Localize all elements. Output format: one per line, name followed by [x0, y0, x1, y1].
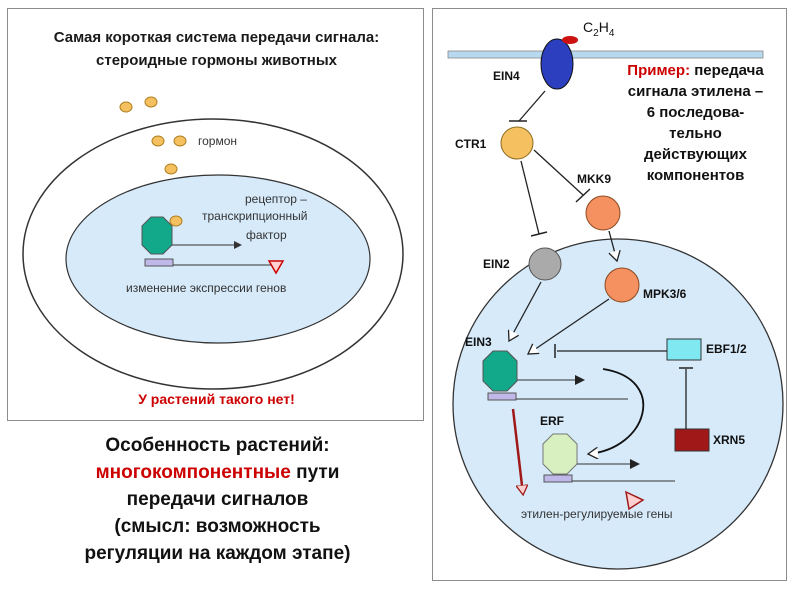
plants-note: У растений такого нет!: [138, 391, 295, 407]
ethylene-formula: C2H4: [583, 19, 614, 39]
mpk36-label: MPK3/6: [643, 287, 687, 301]
ethylene-panel: C2H4 EIN4 CTR1 MKK9 EIN2 MPK3/6 EIN3 EBF…: [432, 8, 787, 581]
genes-label: этилен-регулируемые гены: [521, 507, 673, 521]
ctr1-node: [500, 126, 534, 160]
ctr1-label: CTR1: [455, 137, 487, 151]
plant-feature-text: Особенность растений: многокомпонентные …: [20, 432, 415, 567]
feature-line5: регуляции на каждом этапе): [84, 543, 351, 564]
hormone-dot: [164, 163, 178, 175]
receptor-label-line2: транскрипционный: [202, 209, 308, 223]
ethylene-diagram: [447, 36, 784, 570]
ein4-label: EIN4: [493, 69, 520, 83]
example-line4: тельно: [669, 125, 722, 142]
ein4-receptor: [540, 38, 574, 90]
xrn5-box: [674, 428, 710, 452]
ein3-output-arrow: [511, 408, 523, 494]
feature-highlight: многокомпонентные: [95, 462, 291, 483]
hormone-label: гормон: [198, 134, 238, 148]
ein3-label: EIN3: [465, 335, 492, 349]
example-line6: компонентов: [646, 167, 745, 184]
ein3-octagon: [482, 350, 518, 392]
plant-nucleus: [452, 238, 784, 570]
example-prefix: Пример:: [627, 62, 691, 79]
ein2-ein3-link: [509, 281, 542, 341]
mpk-ein3-link: [528, 298, 610, 354]
example-line3: 6 последова-: [646, 104, 745, 121]
expression-label: изменение экспрессии генов: [126, 281, 287, 295]
receptor-octagon: [141, 216, 173, 255]
formula-c-sub: 2: [593, 27, 599, 39]
transcription-arrowhead: [234, 241, 242, 249]
ein2-label: EIN2: [483, 257, 510, 271]
formula-c: C: [583, 19, 594, 35]
example-line1-rest: передача: [690, 62, 764, 79]
ethylene-molecule: [562, 36, 578, 44]
formula-h: H: [598, 19, 609, 35]
hormone-dot: [119, 101, 133, 113]
erf-octagon: [542, 433, 578, 475]
dna-binding-box: [144, 258, 174, 267]
xrn5-label: XRN5: [713, 433, 746, 447]
feature-line1: Особенность растений:: [105, 435, 330, 456]
gene-expression-marker: [625, 490, 645, 511]
hormone-bound: [169, 215, 183, 227]
feature-line2-rest: пути: [290, 462, 340, 483]
formula-h-sub: 4: [608, 27, 615, 39]
example-line1: Пример: передача: [608, 60, 783, 81]
ein3-dna-box: [487, 392, 517, 401]
mpk36-node: [604, 267, 640, 303]
panel-title-line2: стероидные гормоны животных: [96, 52, 337, 69]
ebf12-label: EBF1/2: [706, 342, 747, 356]
ctr1-mkk9-link: [533, 149, 584, 196]
mkk9-label: MKK9: [577, 172, 612, 186]
ein2-inhibit-bar: [530, 231, 548, 237]
feature-line4: (смысл: возможность: [114, 516, 321, 537]
ebf12-box: [666, 338, 702, 361]
receptor-label-line1: рецептор –: [245, 192, 307, 206]
example-line5: действующих: [644, 146, 747, 163]
erf-dna-box: [543, 474, 573, 483]
ein2-node: [528, 247, 562, 281]
mkk9-node: [585, 195, 621, 231]
hormone-dot: [144, 96, 158, 108]
steroid-diagram: [22, 96, 404, 390]
mkk9-inhibit-bar: [575, 188, 591, 203]
feature-line2: многокомпонентные пути: [20, 459, 415, 486]
er-membrane: [447, 50, 764, 59]
hormone-dot: [173, 135, 187, 147]
ein4-ctr1-link: [518, 90, 546, 122]
ctr1-ein2-link: [520, 160, 540, 235]
ein3-erf-curve: [588, 368, 644, 454]
example-line2: сигнала этилена –: [627, 83, 764, 100]
receptor-label-line3: фактор: [246, 228, 287, 242]
steroid-panel: Самая короткая система передачи сигнала:…: [7, 8, 424, 421]
hormone-dot: [151, 135, 165, 147]
example-text: Пример: передача сигнала этилена – 6 пос…: [608, 60, 783, 186]
mkk9-mpk-link: [608, 230, 617, 261]
panel-title-line1: Самая короткая система передачи сигнала:: [53, 29, 380, 46]
feature-line3: передачи сигналов: [126, 489, 309, 510]
nucleus: [65, 174, 371, 344]
gene-expression-marker: [267, 260, 285, 275]
erf-label: ERF: [540, 414, 564, 428]
